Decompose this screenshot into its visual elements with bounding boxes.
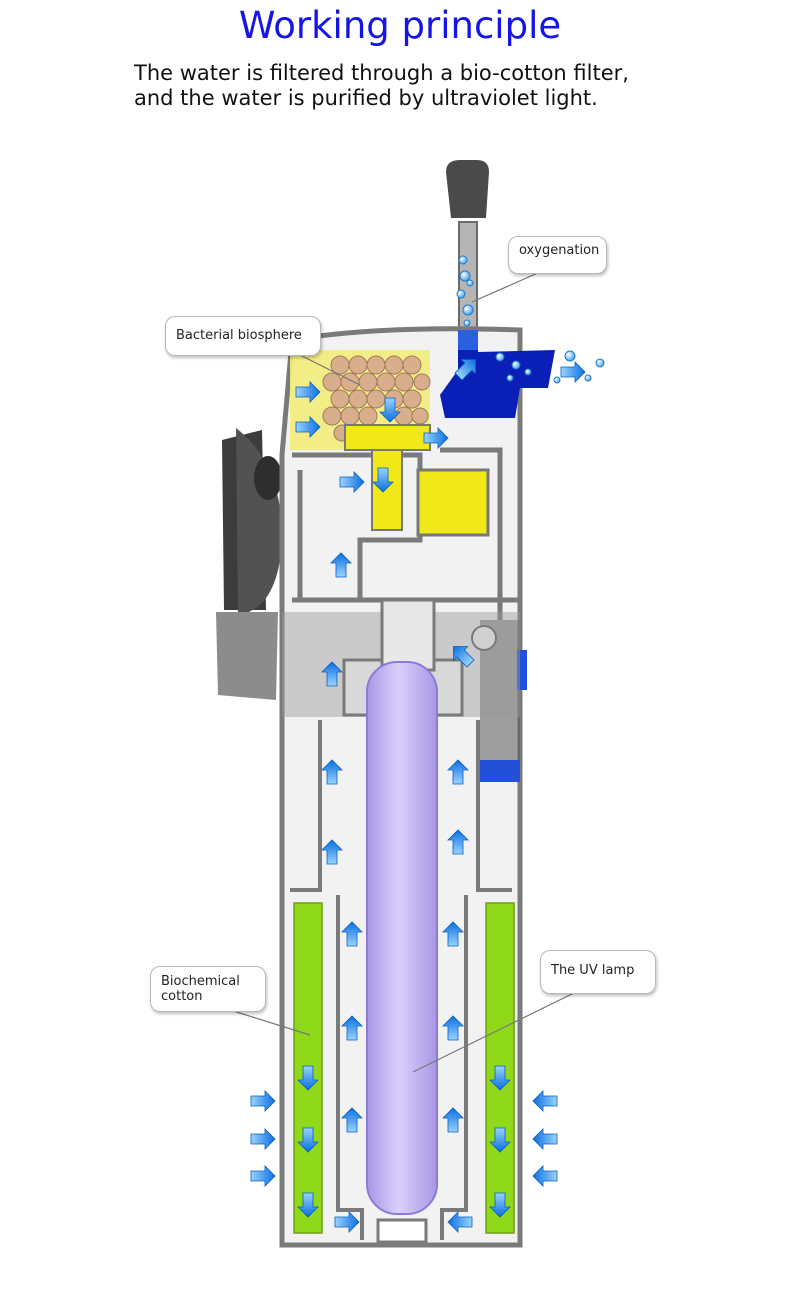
oxygenation-label: oxygenation	[519, 243, 600, 258]
bacterial-biosphere-label: Bacterial biosphere	[176, 328, 302, 343]
biochemical-cotton	[293, 902, 515, 1234]
uv-lamp-label: The UV lamp	[551, 963, 635, 978]
callout-leaders	[229, 271, 581, 1073]
subtitle-line-1: The water is filtered through a bio-cott…	[134, 61, 629, 85]
page-title: Working principle	[238, 4, 562, 47]
oxygenation-callout: oxygenation	[508, 236, 607, 274]
bio-balls	[322, 355, 431, 442]
biochemical-cotton-label-line2: cotton	[161, 989, 203, 1004]
oxygen-bubbles	[456, 255, 605, 384]
impeller	[344, 424, 490, 537]
uv-lamp-callout: The UV lamp	[540, 950, 656, 994]
uv-lamp	[366, 661, 438, 1215]
bacterial-biosphere-callout: Bacterial biosphere	[165, 316, 321, 356]
subtitle-line-2: and the water is purified by ultraviolet…	[134, 86, 598, 110]
biochemical-cotton-callout: Biochemical cotton	[150, 966, 266, 1012]
suction-cup	[216, 428, 282, 700]
outlet-nozzle	[440, 330, 555, 418]
biochemical-cotton-label-line1: Biochemical	[161, 974, 240, 989]
